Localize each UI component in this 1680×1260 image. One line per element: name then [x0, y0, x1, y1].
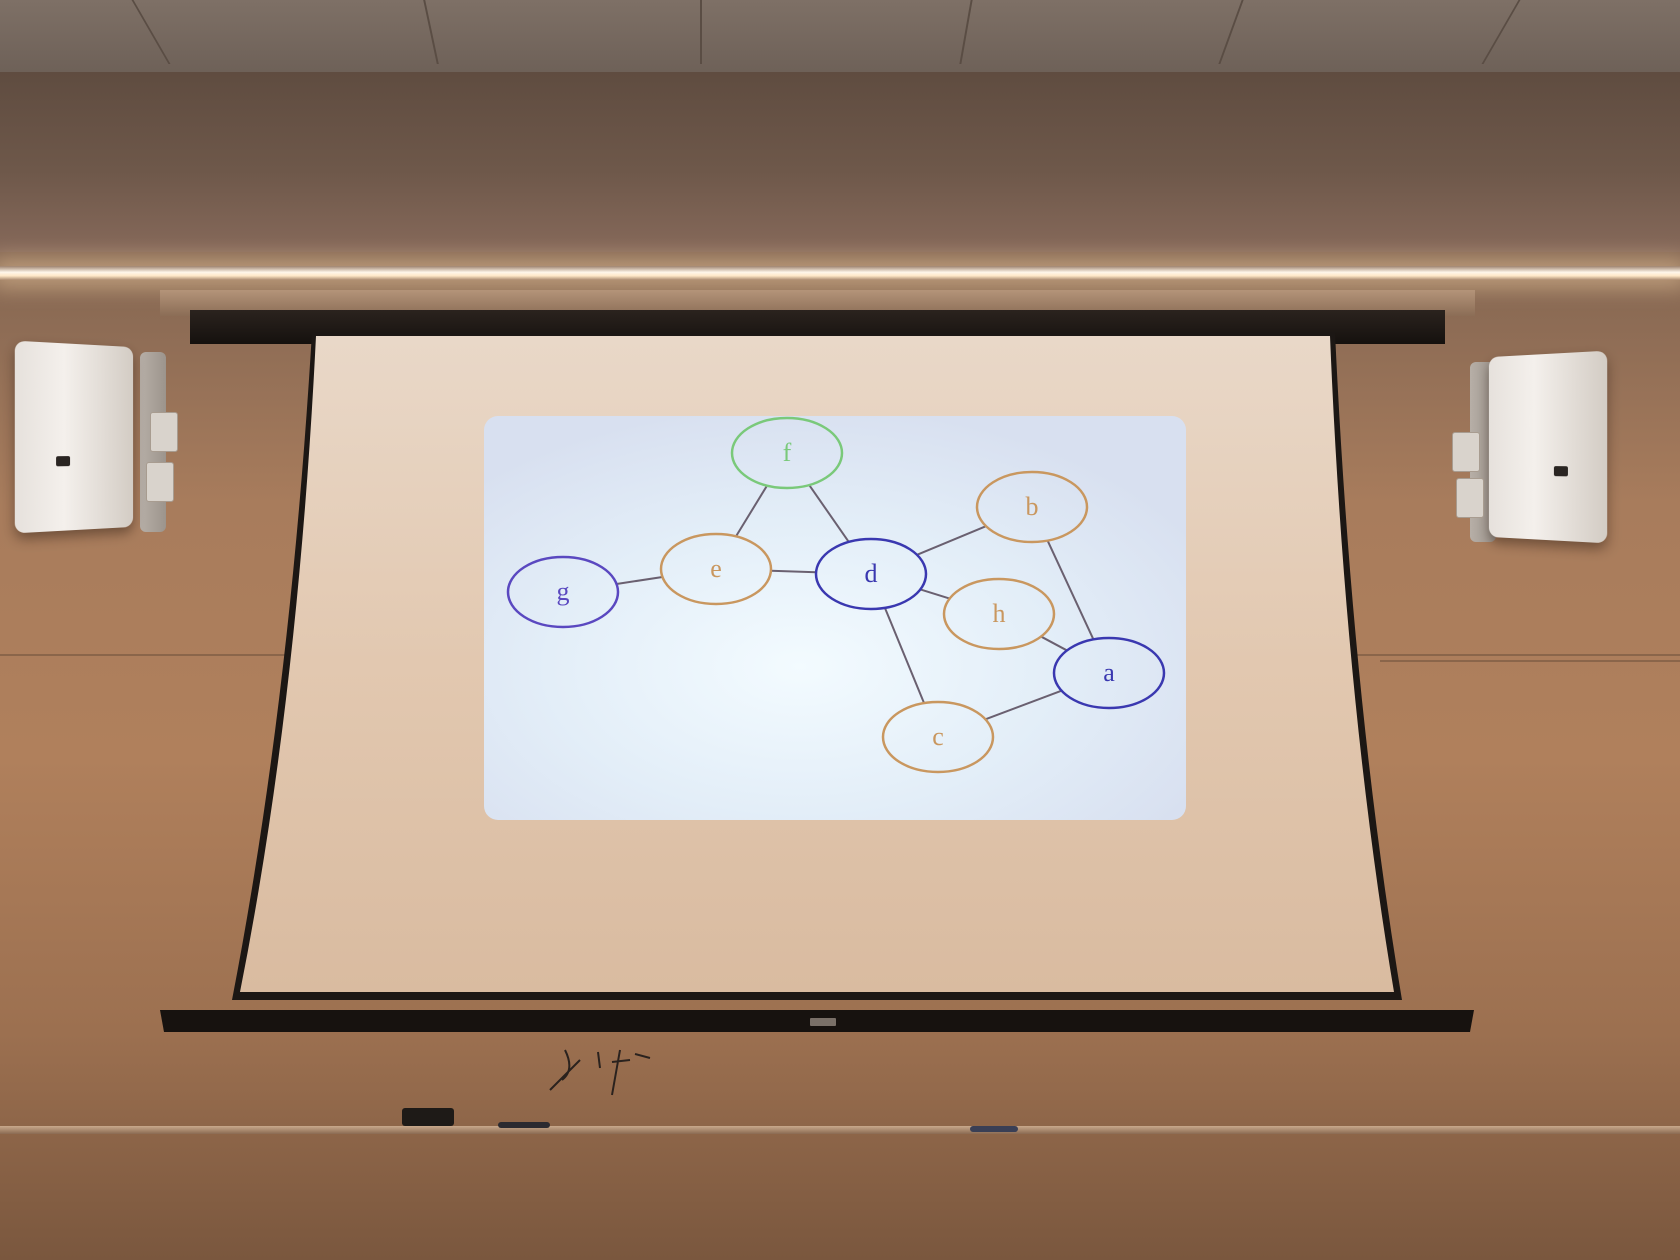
- speaker-logo: [56, 456, 71, 467]
- graph-node-label: c: [932, 722, 944, 751]
- graph-edge-g-e: [616, 576, 663, 585]
- graph-node-label: g: [557, 577, 570, 606]
- graph-node-b: b: [975, 470, 1089, 544]
- graph-node-label: f: [783, 438, 792, 467]
- graph-edge-h-a: [1040, 635, 1068, 652]
- graph-node-c: c: [881, 700, 995, 774]
- projected-slide: [484, 416, 1186, 820]
- wall-switch-plate: [1452, 432, 1480, 472]
- right-speaker: [1488, 350, 1608, 544]
- ceiling: [0, 0, 1680, 72]
- graph-node-label: d: [865, 559, 878, 588]
- graph-node-label: a: [1103, 658, 1115, 687]
- graph-edge-d-c: [883, 607, 926, 704]
- graph-edge-c-a: [985, 689, 1062, 721]
- graph-node-ellipse: [659, 532, 773, 606]
- graph-edge-d-h: [920, 588, 950, 600]
- graph-node-ellipse: [730, 416, 844, 490]
- graph-node-a: a: [1052, 636, 1166, 710]
- wall-switch-plate: [150, 412, 178, 452]
- graph-node-ellipse: [942, 577, 1056, 651]
- soffit: [0, 72, 1680, 252]
- graph-node-f: f: [730, 416, 844, 490]
- graph-node-g: g: [506, 555, 620, 629]
- graph-node-label: h: [993, 599, 1006, 628]
- graph-node-d: d: [814, 537, 928, 611]
- left-speaker: [14, 340, 134, 534]
- graph-edge-f-e: [735, 485, 768, 537]
- led-light-strip: [0, 266, 1680, 280]
- wall-outlet: [146, 462, 174, 502]
- graph-node-e: e: [659, 532, 773, 606]
- graph-edge-e-d: [770, 569, 817, 574]
- whiteboard-scribble: [549, 1049, 651, 1096]
- graph-diagram: f b e d g h a c: [506, 416, 1166, 774]
- graph-edge-f-d: [808, 484, 850, 543]
- graph-node-h: h: [942, 577, 1056, 651]
- graph-node-ellipse: [975, 470, 1089, 544]
- graph-node-ellipse: [506, 555, 620, 629]
- wall-panel-seam: [1380, 660, 1680, 662]
- graph-node-label: b: [1026, 492, 1039, 521]
- speaker-logo: [1553, 466, 1568, 477]
- graph-edge-b-a: [1046, 540, 1095, 640]
- graph-node-ellipse: [814, 537, 928, 611]
- graph-edge-d-b: [916, 525, 987, 556]
- graph-node-label: e: [710, 554, 722, 583]
- whiteboard-eraser[interactable]: [402, 1108, 454, 1126]
- marker[interactable]: [970, 1126, 1018, 1132]
- wall-outlet: [1456, 478, 1484, 518]
- marker[interactable]: [498, 1122, 550, 1128]
- screen-brand-tag: [810, 1018, 836, 1026]
- ceiling-tile-seam: [700, 0, 702, 64]
- graph-node-ellipse: [1052, 636, 1166, 710]
- marker-tray: [0, 1126, 1680, 1134]
- graph-node-ellipse: [881, 700, 995, 774]
